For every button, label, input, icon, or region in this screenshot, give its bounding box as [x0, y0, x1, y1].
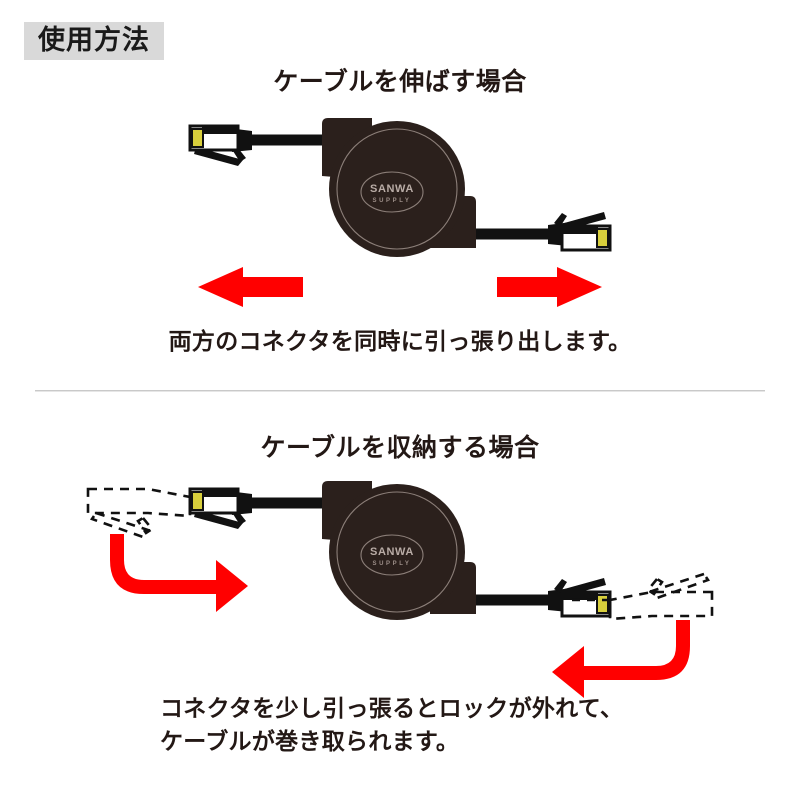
section-title-retract: ケーブルを収納する場合: [260, 434, 540, 462]
arrow-pull-left: [198, 267, 303, 307]
reel-body-circle: [329, 121, 465, 257]
right-rj45-connector: [548, 578, 612, 618]
left-rj45-connector: [188, 487, 252, 529]
connector-top-strip-left: [202, 126, 238, 134]
ghost-left-body: [86, 487, 192, 518]
reel-logo-oval: [360, 534, 424, 576]
reel-logo-sub: SUPPLY: [372, 561, 411, 567]
reel-body-circle: [329, 484, 465, 620]
section-title-extend: ケーブルを伸ばす場合: [273, 68, 527, 96]
connector-body-right: [560, 224, 612, 252]
connector-latch-left: [194, 147, 243, 166]
connector-top-strip-left: [202, 489, 238, 497]
caption-retract-cable: コネクタを少し引っ張るとロックが外れて、 ケーブルが巻き取られます。: [160, 692, 623, 759]
connector-latch-right: [557, 212, 606, 231]
left-rj45-connector: [188, 124, 252, 166]
reel-port-bottom-right: [430, 562, 476, 614]
connector-boot-left: [228, 128, 252, 152]
ghost-left-connector-outline: [86, 487, 232, 539]
arrow-pull-right: [497, 267, 602, 307]
ghost-left-latch: [89, 511, 151, 539]
cable-reel-device: SANWA SUPPLY: [322, 118, 476, 257]
arrow-hook-left: [110, 534, 248, 612]
connector-top-strip-right: [562, 226, 598, 234]
connector-latch-left: [194, 510, 243, 529]
connector-latch-left-hinge: [233, 511, 246, 525]
reel-port-top-left: [322, 481, 372, 543]
connector-body-left: [188, 487, 240, 515]
ghost-right-latch: [649, 572, 711, 600]
reel-outer-ring: [336, 491, 458, 613]
connector-tab-left: [191, 128, 204, 148]
connector-body-left: [188, 124, 240, 152]
connector-latch-right: [557, 578, 606, 597]
connector-boot-left: [228, 491, 252, 515]
reel-outer-ring: [336, 128, 458, 250]
connector-latch-right-hinge: [554, 579, 567, 593]
connector-top-strip-right: [562, 592, 598, 600]
reel-logo-oval: [360, 171, 424, 213]
reel-logo-sub: SUPPLY: [372, 198, 411, 204]
ghost-right-body: [608, 590, 714, 621]
caption-retract-line-1: コネクタを少し引っ張るとロックが外れて、: [160, 695, 624, 721]
connector-boot-right: [548, 222, 572, 246]
connector-tab-left: [191, 491, 204, 511]
connector-tab-right: [596, 594, 609, 614]
right-rj45-connector: [548, 212, 612, 252]
reel-logo-brand: SANWA: [370, 546, 414, 558]
reel-port-bottom-right: [430, 196, 476, 248]
ghost-left-latch-hinge: [136, 516, 154, 535]
connector-latch-left-hinge: [233, 148, 246, 162]
connector-body-right: [560, 590, 612, 618]
caption-extend-cable: 両方のコネクタを同時に引っ張り出します。: [168, 328, 632, 354]
connector-latch-right-hinge: [554, 213, 567, 227]
ghost-right-connector-outline: [568, 572, 714, 621]
cable-reel-device: SANWA SUPPLY: [322, 481, 476, 620]
connector-tab-right: [596, 228, 609, 248]
connector-boot-right: [548, 588, 572, 612]
caption-retract-line-2: ケーブルが巻き取られます。: [160, 728, 460, 755]
reel-logo-brand: SANWA: [370, 183, 414, 195]
ghost-right-latch-hinge: [646, 577, 664, 596]
reel-port-top-left: [322, 118, 372, 180]
section-divider: [35, 390, 765, 392]
page-header-badge: 使用方法: [24, 22, 164, 61]
arrow-hook-right: [552, 620, 690, 698]
